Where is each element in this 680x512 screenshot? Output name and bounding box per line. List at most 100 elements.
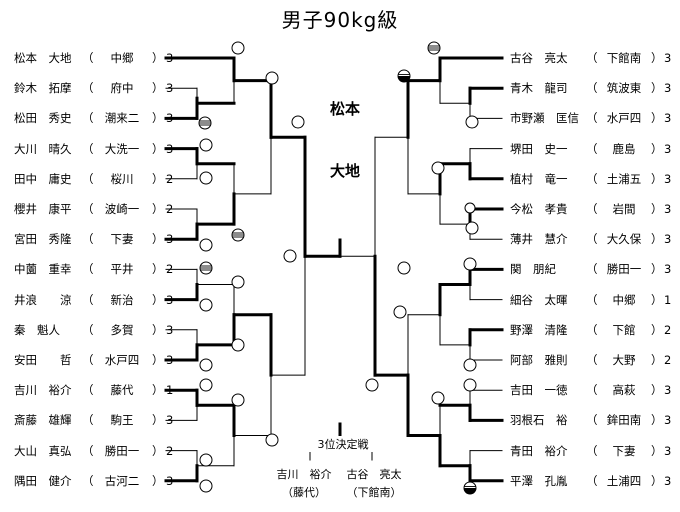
entry-name: 細谷 太暉 bbox=[510, 292, 568, 307]
paren-close: ） bbox=[152, 292, 164, 307]
entry-name: 安田 哲 bbox=[14, 353, 72, 367]
entry-name: 隅田 健介 bbox=[14, 473, 72, 488]
entry-club: 下妻 bbox=[612, 443, 636, 458]
entry-score: 3 bbox=[664, 81, 672, 96]
entry-club: 土浦五 bbox=[606, 171, 642, 186]
entry-name: 青木 龍司 bbox=[510, 81, 568, 96]
paren-open: （ bbox=[82, 51, 94, 65]
paren-close: ） bbox=[152, 81, 164, 96]
entry-club: 駒王 bbox=[110, 413, 134, 428]
entry-club: 多賀 bbox=[110, 322, 134, 337]
paren-open: （ bbox=[586, 171, 598, 186]
entry-club: 水戸四 bbox=[606, 111, 642, 126]
circle-mark bbox=[199, 138, 213, 152]
paren-open: （ bbox=[82, 443, 94, 458]
paren-open: （ bbox=[586, 353, 598, 367]
paren-close: ） bbox=[651, 141, 663, 156]
entry-score: 3 bbox=[664, 51, 672, 65]
entry-score: 3 bbox=[664, 443, 672, 458]
paren-open: （ bbox=[82, 81, 94, 96]
paren-open: （ bbox=[586, 413, 598, 428]
paren-open: （ bbox=[586, 81, 598, 96]
paren-open: （ bbox=[586, 292, 598, 307]
paren-close: ） bbox=[152, 51, 164, 65]
champion-name-line2: 大地 bbox=[330, 162, 361, 180]
paren-open: （ bbox=[82, 171, 94, 186]
entry-name: 田中 庸史 bbox=[14, 171, 72, 186]
entry-name: 今松 孝貴 bbox=[510, 202, 568, 216]
entry-name: 斎藤 雄輝 bbox=[14, 413, 72, 428]
paren-close: ） bbox=[651, 262, 663, 277]
paren-close: ） bbox=[152, 262, 164, 277]
entry-club: 下館南 bbox=[606, 51, 642, 65]
entry-club: 岩間 bbox=[612, 202, 636, 216]
paren-close: ） bbox=[651, 473, 663, 488]
paren-open: （ bbox=[82, 262, 94, 277]
entry-club: 高萩 bbox=[612, 383, 636, 398]
circle-mark bbox=[464, 202, 476, 214]
entry-club: 勝田一 bbox=[606, 262, 642, 277]
entry-name: 大川 晴久 bbox=[14, 141, 72, 156]
paren-close: ） bbox=[651, 81, 663, 96]
paren-close: ） bbox=[152, 443, 164, 458]
paren-open: （ bbox=[82, 292, 94, 307]
entry-club: 平井 bbox=[110, 262, 134, 277]
paren-open: （ bbox=[586, 262, 598, 277]
entry-club: 中郷 bbox=[110, 51, 134, 65]
entry-score: 3 bbox=[664, 232, 672, 247]
paren-open: （ bbox=[82, 141, 94, 156]
paren-close: ） bbox=[152, 322, 164, 337]
paren-open: （ bbox=[82, 383, 94, 398]
entry-name: 吉田 一徳 bbox=[510, 383, 568, 398]
paren-close: ） bbox=[651, 443, 663, 458]
circle-mark bbox=[199, 298, 213, 312]
third-place-right-club: （下館南） bbox=[346, 486, 402, 499]
circle-mark bbox=[431, 391, 445, 405]
paren-close: ） bbox=[651, 322, 663, 337]
entry-name: 古谷 亮太 bbox=[510, 51, 568, 65]
entry-score: 3 bbox=[664, 141, 672, 156]
entry-club: 土浦四 bbox=[606, 473, 642, 488]
entry-score: 3 bbox=[664, 413, 672, 428]
paren-open: （ bbox=[586, 51, 598, 65]
entry-club: 水戸四 bbox=[104, 353, 140, 367]
striped-circle-mark bbox=[199, 261, 213, 275]
entry-score: 3 bbox=[664, 111, 672, 126]
circle-mark bbox=[231, 41, 245, 55]
striped-circle-mark bbox=[231, 228, 245, 242]
entry-name: 関 朋紀 bbox=[510, 262, 556, 277]
paren-open: （ bbox=[82, 111, 94, 126]
circle-mark bbox=[231, 275, 245, 289]
entry-club: 鹿島 bbox=[612, 141, 636, 156]
entry-name: 井浪 涼 bbox=[14, 292, 72, 307]
entry-club: 波崎一 bbox=[104, 202, 140, 216]
entry-club: 筑波東 bbox=[606, 81, 642, 96]
circle-mark bbox=[199, 171, 213, 185]
entry-name: 櫻井 康平 bbox=[14, 202, 72, 216]
page-title: 男子90kg級 bbox=[281, 8, 399, 32]
paren-close: ） bbox=[152, 171, 164, 186]
paren-close: ） bbox=[651, 202, 663, 216]
paren-open: （ bbox=[586, 141, 598, 156]
circle-mark bbox=[283, 249, 297, 263]
entry-name: 植村 竜一 bbox=[510, 171, 568, 186]
circle-mark bbox=[199, 453, 213, 467]
circle-mark bbox=[231, 393, 245, 407]
circle-mark bbox=[231, 338, 245, 352]
entry-club: 大野 bbox=[612, 353, 636, 367]
paren-open: （ bbox=[586, 322, 598, 337]
paren-open: （ bbox=[586, 443, 598, 458]
entry-name: 薄井 慧介 bbox=[510, 232, 568, 247]
paren-close: ） bbox=[152, 353, 164, 367]
circle-mark bbox=[463, 378, 477, 392]
paren-open: （ bbox=[586, 383, 598, 398]
paren-close: ） bbox=[651, 51, 663, 65]
paren-close: ） bbox=[651, 292, 663, 307]
striped-circle-mark bbox=[427, 41, 441, 55]
circle-mark bbox=[463, 257, 477, 271]
paren-close: ） bbox=[651, 232, 663, 247]
paren-open: （ bbox=[586, 473, 598, 488]
entry-club: 新治 bbox=[110, 292, 134, 307]
paren-close: ） bbox=[651, 171, 663, 186]
entry-name: 羽根石 裕 bbox=[510, 413, 568, 428]
